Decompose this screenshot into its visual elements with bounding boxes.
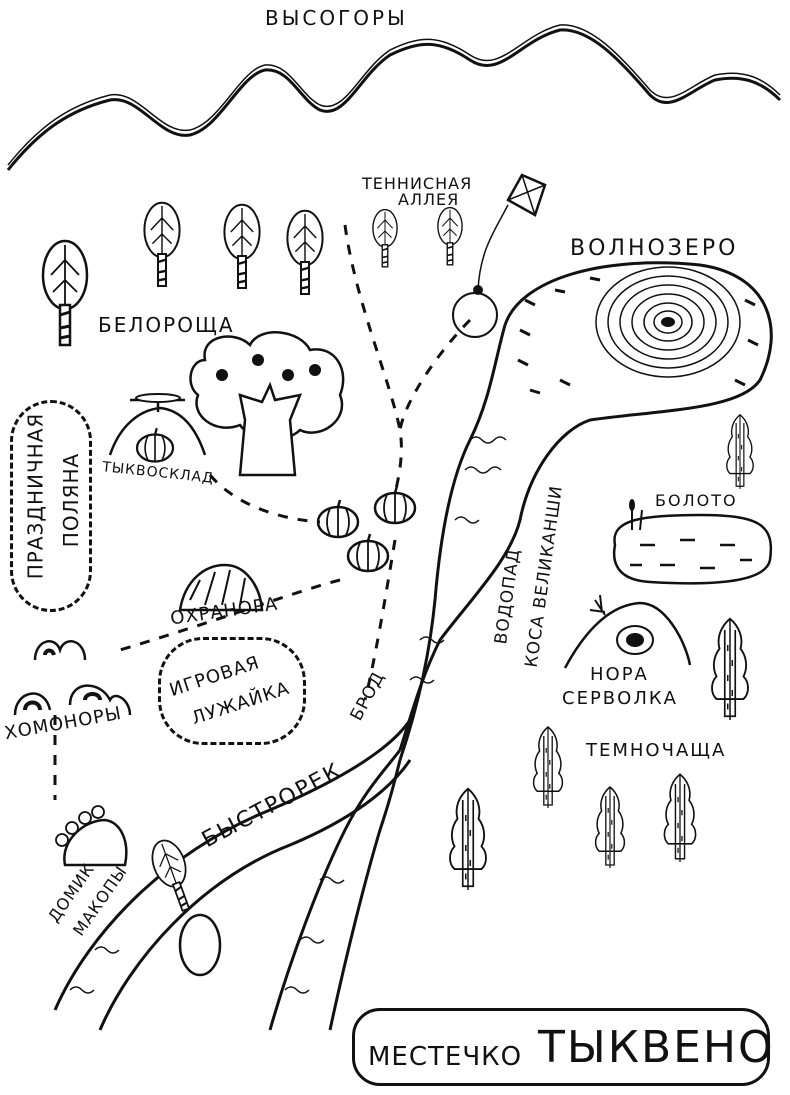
oak-tree <box>189 331 345 477</box>
fir-tree <box>726 414 754 490</box>
swamp-icon <box>612 499 773 585</box>
map-title-prefix: МЕСТЕЧКО <box>368 1042 523 1072</box>
label-tennis-line1: ТЕННИСНАЯ <box>362 174 473 193</box>
kite-icon <box>452 173 547 338</box>
birch-tree <box>145 834 202 916</box>
serval-burrow-icon <box>563 594 692 669</box>
fir-tree <box>449 787 487 891</box>
label-tennis-line2: АЛЛЕЯ <box>398 190 460 209</box>
label-serval-line1: НОРА <box>590 664 649 685</box>
pumpkin-icon <box>316 498 360 539</box>
label-festive-line2: ПОЛЯНА <box>59 452 84 548</box>
path-dashed <box>363 539 397 701</box>
fir-tree <box>594 786 626 869</box>
bush <box>178 913 222 977</box>
birch-tree <box>372 208 398 268</box>
birch-tree <box>223 203 261 290</box>
birch-tree <box>437 206 463 266</box>
pumpkin-icon <box>346 532 390 573</box>
label-serval-line2: СЕРВОЛКА <box>562 688 678 709</box>
birch-tree <box>143 201 181 288</box>
mountains-outline <box>6 28 782 171</box>
map-title-frame <box>352 1008 770 1086</box>
label-swamp: БОЛОТО <box>655 491 738 510</box>
river-fast <box>53 719 412 1031</box>
wave-lake <box>398 261 773 761</box>
birch-tree <box>286 209 324 296</box>
path-dashed <box>208 474 321 524</box>
pumpkin-store-icon <box>108 393 207 463</box>
path-dashed <box>343 224 403 496</box>
birch-tree <box>41 239 89 347</box>
label-wave-lake: ВОЛНОЗЕРО <box>570 236 739 261</box>
label-dark-thicket: ТЕМНОЧАЩА <box>586 740 727 761</box>
fir-tree <box>663 773 697 863</box>
guard-burrow-icon <box>178 563 264 612</box>
pumpkin-icon <box>373 484 417 525</box>
label-mountains: ВЫСОГОРЫ <box>265 6 408 30</box>
hamster-burrows-icon <box>13 640 132 716</box>
playground-area <box>158 637 306 745</box>
label-festive-line1: ПРАЗДНИЧНАЯ <box>23 412 48 580</box>
map-title-main: ТЫКВЕНО <box>538 1022 775 1073</box>
festive-field-area <box>10 400 92 612</box>
path-dashed <box>398 318 472 431</box>
label-birch-grove: БЕЛОРОЩА <box>98 313 235 337</box>
makopa-house-icon <box>55 805 128 867</box>
fir-tree <box>532 726 564 809</box>
fir-tree <box>711 617 749 721</box>
